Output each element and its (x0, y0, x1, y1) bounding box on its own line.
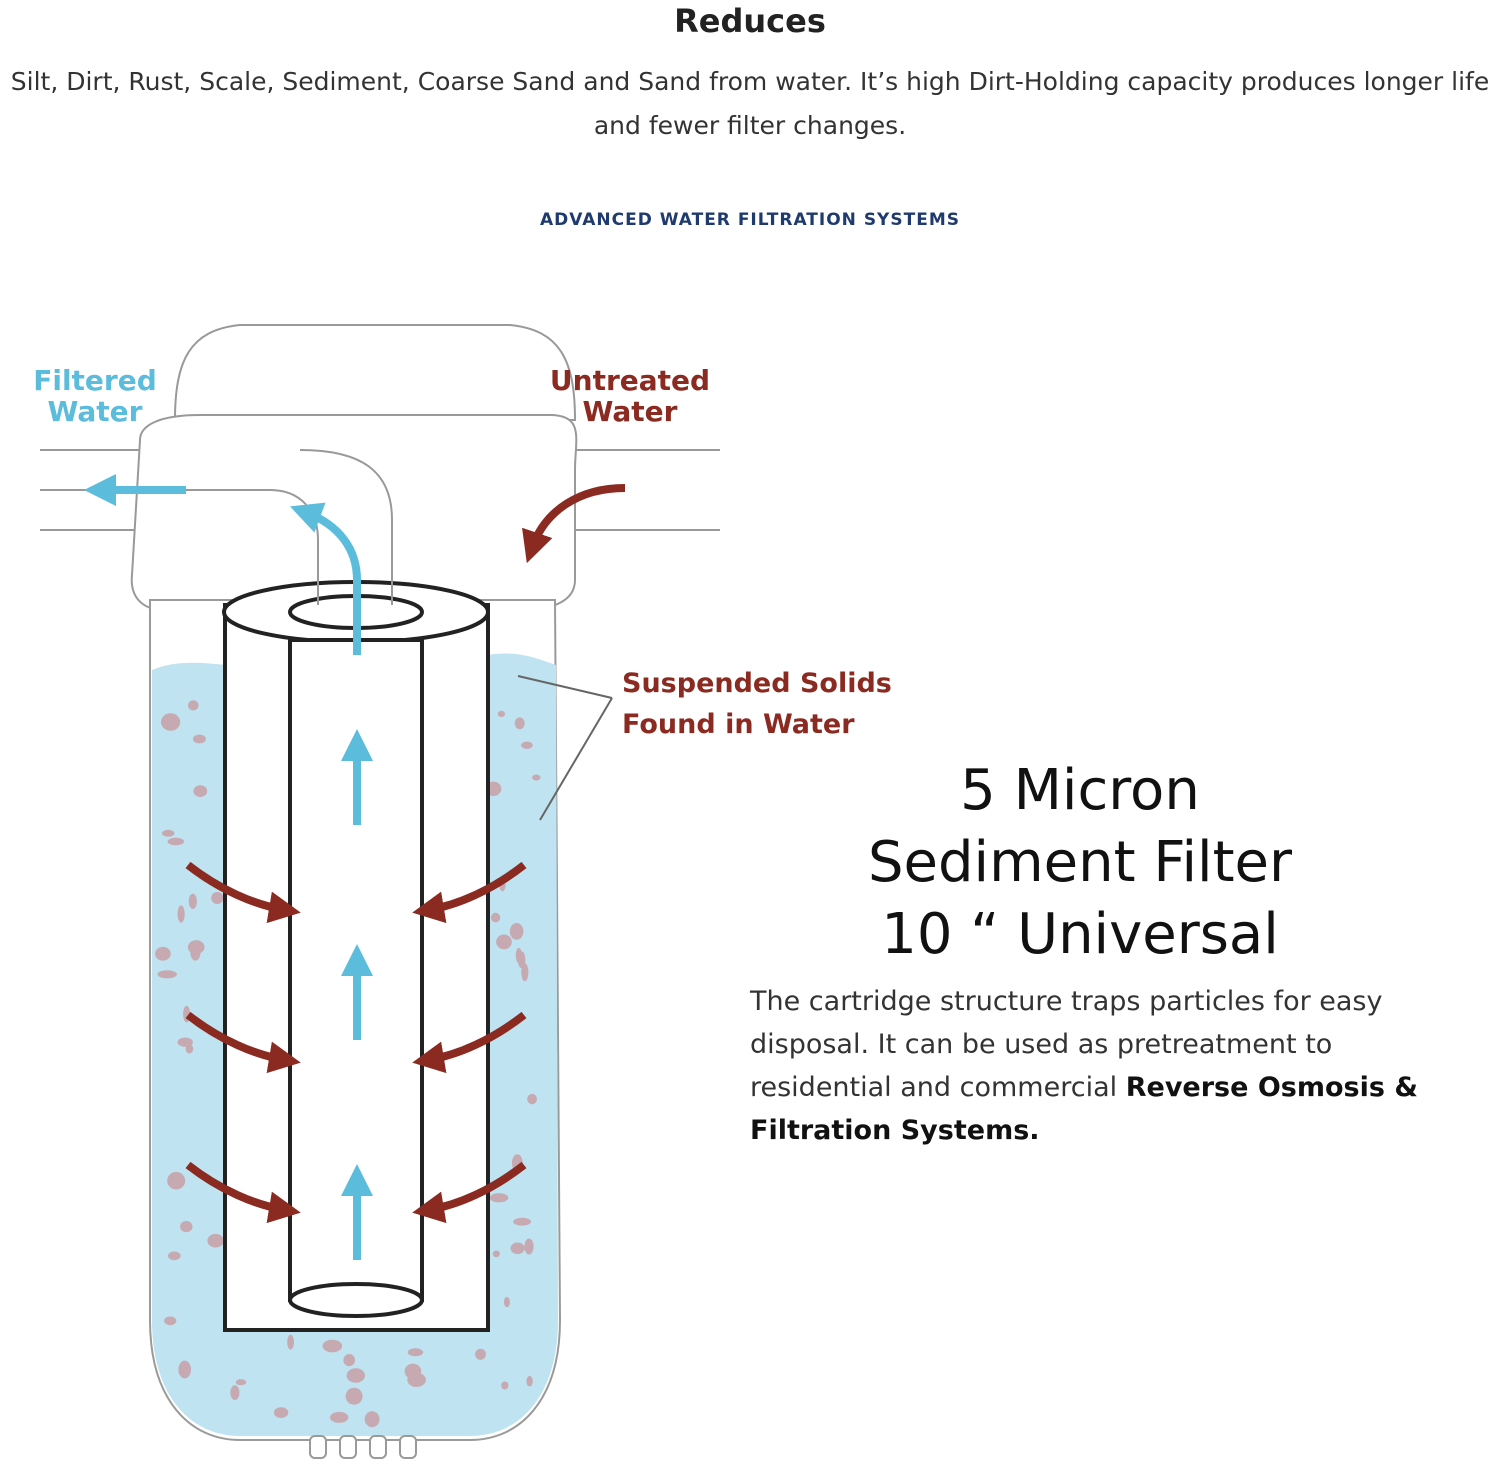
inlet-arrow (522, 484, 626, 564)
inflow-left-3 (185, 1161, 301, 1224)
particle (322, 1339, 343, 1353)
particle (346, 1368, 365, 1383)
particle (157, 970, 177, 979)
particle (161, 713, 181, 731)
filtered-water-label-2: Water (48, 395, 143, 428)
particle (330, 1411, 349, 1423)
particle (164, 1316, 177, 1326)
untreated-water-label-1: Untreated (550, 364, 710, 397)
particle (188, 700, 199, 711)
particle (532, 774, 541, 781)
product-description: The cartridge structure traps particles … (750, 980, 1470, 1152)
product-title-line-3: 10 “ Universal (881, 902, 1279, 967)
intro-text: Silt, Dirt, Rust, Scale, Sediment, Coars… (10, 67, 1490, 140)
inflow-right-3 (412, 1161, 527, 1224)
filtered-flow-arrows (84, 474, 373, 1260)
particle (345, 1387, 363, 1405)
particle (192, 734, 206, 744)
particle (343, 1354, 356, 1367)
cartridge-core-bottom (288, 1282, 424, 1318)
page-title: Reduces (674, 2, 826, 40)
inflow-left-1 (185, 861, 301, 924)
particle (180, 1221, 193, 1233)
particle (167, 837, 184, 846)
particle (503, 1296, 510, 1308)
particle (491, 912, 501, 923)
particle (178, 1360, 191, 1379)
brand-text: ADVANCED WATER FILTRATION SYSTEMS (540, 210, 960, 230)
particle (475, 1348, 486, 1360)
particle (230, 1385, 240, 1400)
particle (497, 710, 505, 718)
particle (489, 1193, 509, 1203)
product-title: 5 Micron Sediment Filter 10 “ Universal (760, 755, 1400, 971)
particle (364, 1411, 380, 1428)
particle (521, 741, 533, 749)
particle (496, 934, 512, 950)
inflow-left-2 (185, 1011, 301, 1074)
particle (155, 946, 171, 961)
inlet-pipe (555, 449, 720, 531)
particle (167, 1171, 186, 1190)
housing-cap (173, 324, 577, 421)
particle (168, 1251, 181, 1261)
particle (162, 829, 175, 837)
filtered-water-label-1: Filtered (33, 364, 157, 397)
particle (235, 1379, 247, 1386)
particle (492, 1250, 500, 1258)
suspended-particles (155, 700, 541, 1428)
product-description-text: The cartridge structure traps particles … (750, 986, 1383, 1103)
particle (188, 893, 197, 910)
product-title-line-1: 5 Micron (960, 758, 1200, 823)
particle (517, 951, 526, 969)
particle (177, 905, 185, 923)
particle (287, 1334, 294, 1350)
outlet-tube-outer (299, 449, 393, 605)
particle (187, 940, 205, 954)
solids-callout-lines (517, 675, 613, 821)
product-title-line-2: Sediment Filter (867, 830, 1293, 895)
untreated-water-label-2: Water (583, 395, 678, 428)
particle (510, 1242, 525, 1255)
housing-feet (309, 1435, 417, 1459)
inflow-right-1 (412, 861, 527, 924)
product-description-bold: Reverse Osmosis & Filtration Systems. (750, 1072, 1418, 1146)
particle (514, 717, 525, 730)
particle (404, 1363, 422, 1380)
solids-label-2: Found in Water (622, 709, 855, 740)
particle (193, 785, 208, 797)
particle (273, 1407, 289, 1418)
particle (501, 1381, 509, 1390)
solids-label-1: Suspended Solids (622, 668, 892, 699)
particle (521, 963, 529, 982)
particle (177, 1037, 193, 1047)
particle (407, 1348, 424, 1357)
curved-out-arrow (290, 502, 361, 655)
inflow-right-2 (412, 1011, 527, 1074)
particle (509, 923, 524, 940)
particle (211, 892, 224, 904)
particle (526, 1375, 533, 1387)
particle (513, 1217, 531, 1226)
particle (527, 1093, 537, 1105)
particle (207, 1233, 224, 1248)
particle (524, 1238, 534, 1255)
untreated-flow-arrows (185, 484, 626, 1224)
